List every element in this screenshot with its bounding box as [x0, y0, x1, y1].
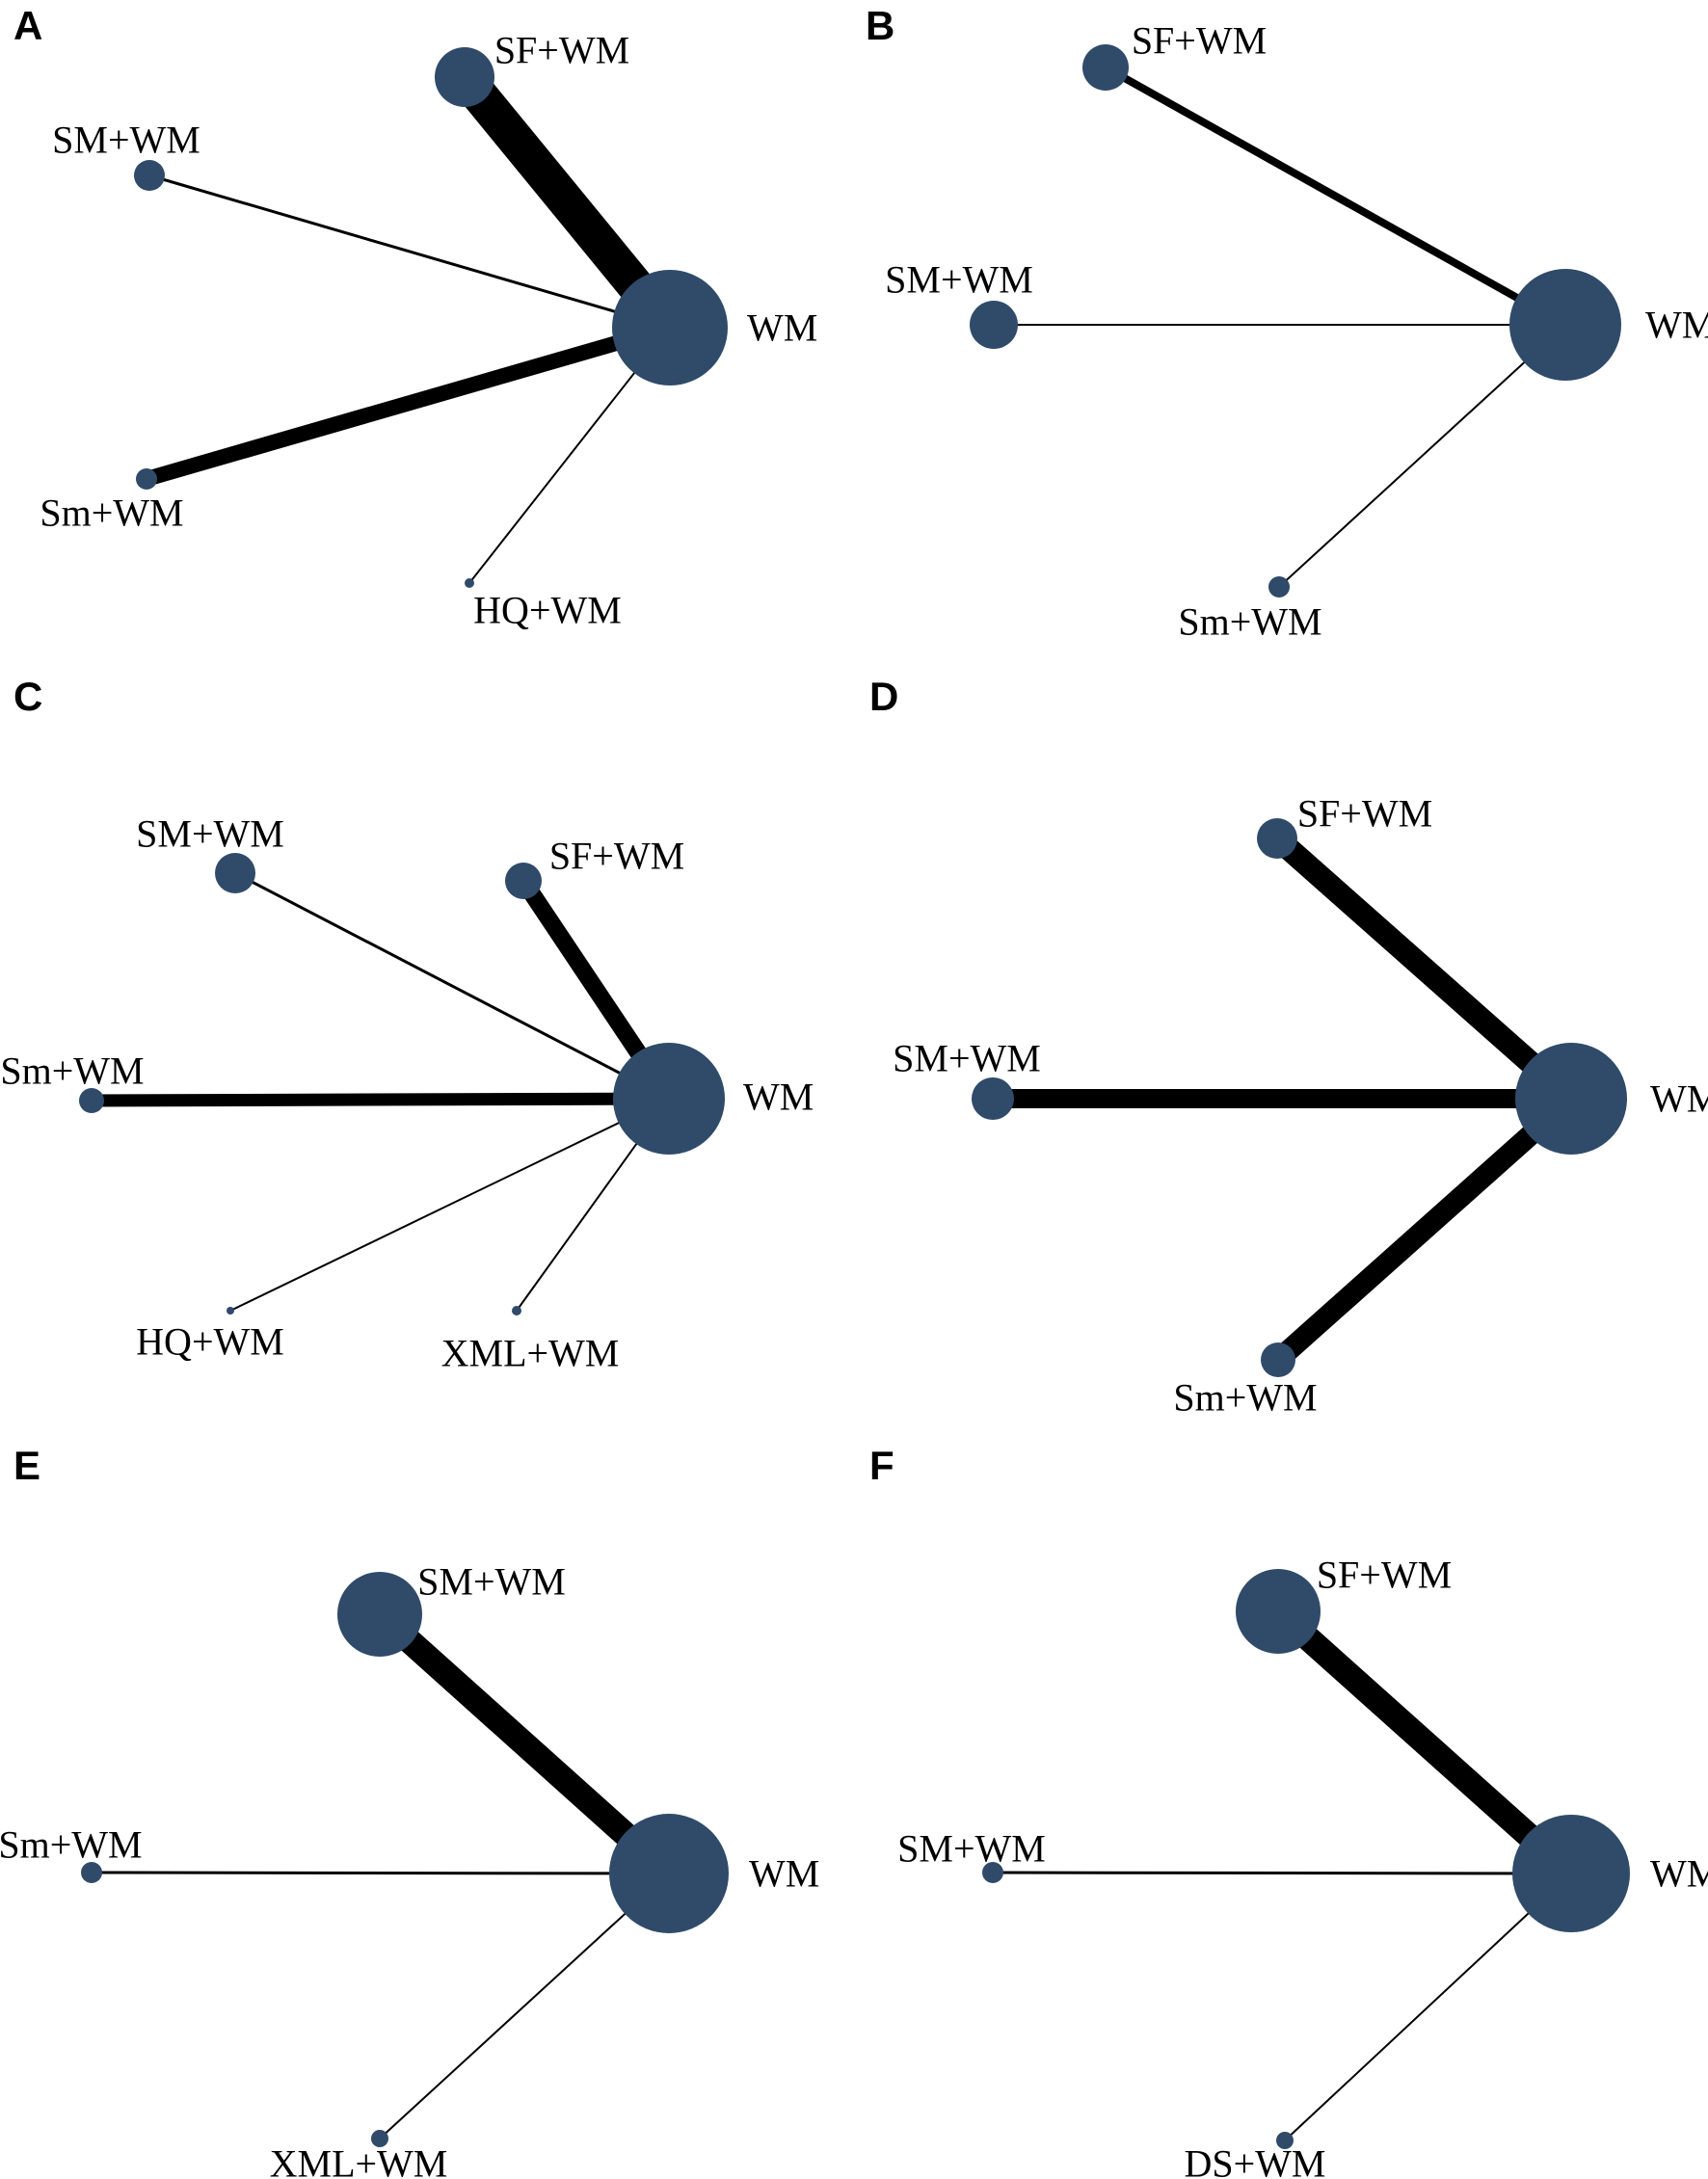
edge-sm-wm--wm — [1270, 1090, 1579, 1369]
node-sf-wm — [1082, 44, 1129, 91]
node-wm — [1509, 269, 1621, 381]
panel-f: WM SF+WM SM+WM DS+WM — [897, 1554, 1708, 2179]
node-label-wm: WM — [1650, 1077, 1708, 1121]
node-label-sm-wm: SM+WM — [417, 1560, 566, 1604]
panel-d: WM SF+WM SM+WM Sm+WM — [893, 792, 1708, 1420]
node-label-sm-wm: Sm+WM — [1173, 1376, 1317, 1420]
node-sm-wm — [134, 160, 165, 191]
node-label-wm: WM — [749, 1852, 819, 1896]
edge-sf-wm--wm — [1269, 830, 1579, 1107]
edge-sf-wm--wm — [1269, 1602, 1580, 1883]
node-sm-wm — [1268, 576, 1290, 598]
node-label-ds-wm: DS+WM — [1184, 2142, 1325, 2179]
node-wm — [1515, 1043, 1627, 1155]
panel-b: WM SF+WM SM+WM Sm+WM — [885, 19, 1708, 644]
node-label-sm-wm: Sm+WM — [1178, 600, 1321, 644]
edge-hq-wm--wm — [229, 1098, 670, 1312]
node-label-sf-wm: SF+WM — [494, 29, 629, 72]
node-label-sm-wm: SM+WM — [885, 258, 1033, 302]
panel-letter-c: C — [13, 674, 43, 719]
edge-sm-wm--wm — [148, 173, 671, 330]
node-sm-wm — [136, 468, 157, 490]
node-label-sm-wm: Sm+WM — [40, 492, 183, 535]
panel-letter-b: B — [866, 3, 895, 48]
node-label-sm-wm: Sm+WM — [0, 1050, 144, 1093]
edge-sm-wm--wm — [371, 1605, 678, 1883]
node-sm-wm — [81, 1862, 102, 1883]
panel-a: WM SF+WM SM+WM Sm+WM HQ+WM — [40, 29, 817, 632]
node-label-wm: WM — [1645, 304, 1708, 347]
node-xml-wm — [371, 2130, 388, 2147]
node-sm-wm — [972, 1077, 1014, 1120]
panel-e: WM SM+WM Sm+WM XML+WM — [0, 1560, 819, 2179]
edge-ds-wm--wm — [1284, 1873, 1572, 2141]
node-wm — [612, 270, 728, 385]
node-label-sm-wm: Sm+WM — [0, 1823, 143, 1867]
node-label-wm: WM — [747, 306, 817, 350]
node-label-wm: WM — [743, 1076, 814, 1119]
edge-sm-wm--wm — [144, 320, 673, 487]
node-sm-wm — [79, 1088, 104, 1113]
node-hq-wm — [465, 578, 474, 588]
node-hq-wm — [227, 1307, 234, 1315]
node-sm-wm — [215, 853, 255, 893]
node-label-sf-wm: SF+WM — [1132, 19, 1267, 63]
node-label-hq-wm: HQ+WM — [136, 1320, 284, 1364]
node-label-xml-wm: XML+WM — [441, 1332, 620, 1375]
panel-letter-e: E — [13, 1443, 41, 1488]
node-label-hq-wm: HQ+WM — [473, 589, 622, 632]
node-label-sm-wm: SM+WM — [52, 119, 200, 162]
node-sm-wm — [970, 301, 1018, 349]
panel-letter-a: A — [13, 3, 43, 48]
node-sm-wm — [982, 1862, 1003, 1883]
node-label-sm-wm: SM+WM — [897, 1827, 1046, 1871]
node-label-sm-wm: SM+WM — [136, 812, 284, 856]
node-wm — [609, 1814, 729, 1933]
edge-xml-wm--wm — [379, 1873, 670, 2139]
node-ds-wm — [1276, 2132, 1294, 2149]
node-sf-wm — [1257, 818, 1297, 859]
node-sf-wm — [1236, 1569, 1321, 1654]
node-label-sf-wm: SF+WM — [549, 835, 684, 878]
panel-letter-d: D — [869, 674, 899, 719]
node-sf-wm — [505, 863, 542, 899]
node-wm — [613, 1043, 725, 1155]
node-label-sf-wm: SF+WM — [1297, 792, 1432, 836]
node-label-xml-wm: XML+WM — [270, 2142, 448, 2179]
panel-letter-f: F — [869, 1443, 894, 1488]
edge-sf-wm--wm — [1104, 64, 1567, 329]
node-label-wm: WM — [1650, 1852, 1708, 1896]
edge-sm-wm--wm — [91, 1092, 670, 1107]
edge-sm-wm--wm — [234, 871, 670, 1101]
node-label-sm-wm: SM+WM — [893, 1037, 1041, 1080]
node-sm-wm — [1261, 1342, 1295, 1377]
node-label-sf-wm: SF+WM — [1317, 1554, 1452, 1597]
node-xml-wm — [512, 1306, 521, 1315]
node-sm-wm — [337, 1572, 422, 1657]
edge-sm-wm--wm — [1278, 324, 1566, 588]
node-sf-wm — [435, 47, 494, 107]
panel-c: WM SM+WM SF+WM Sm+WM HQ+WM XML+WM — [0, 812, 814, 1375]
node-wm — [1512, 1815, 1630, 1932]
